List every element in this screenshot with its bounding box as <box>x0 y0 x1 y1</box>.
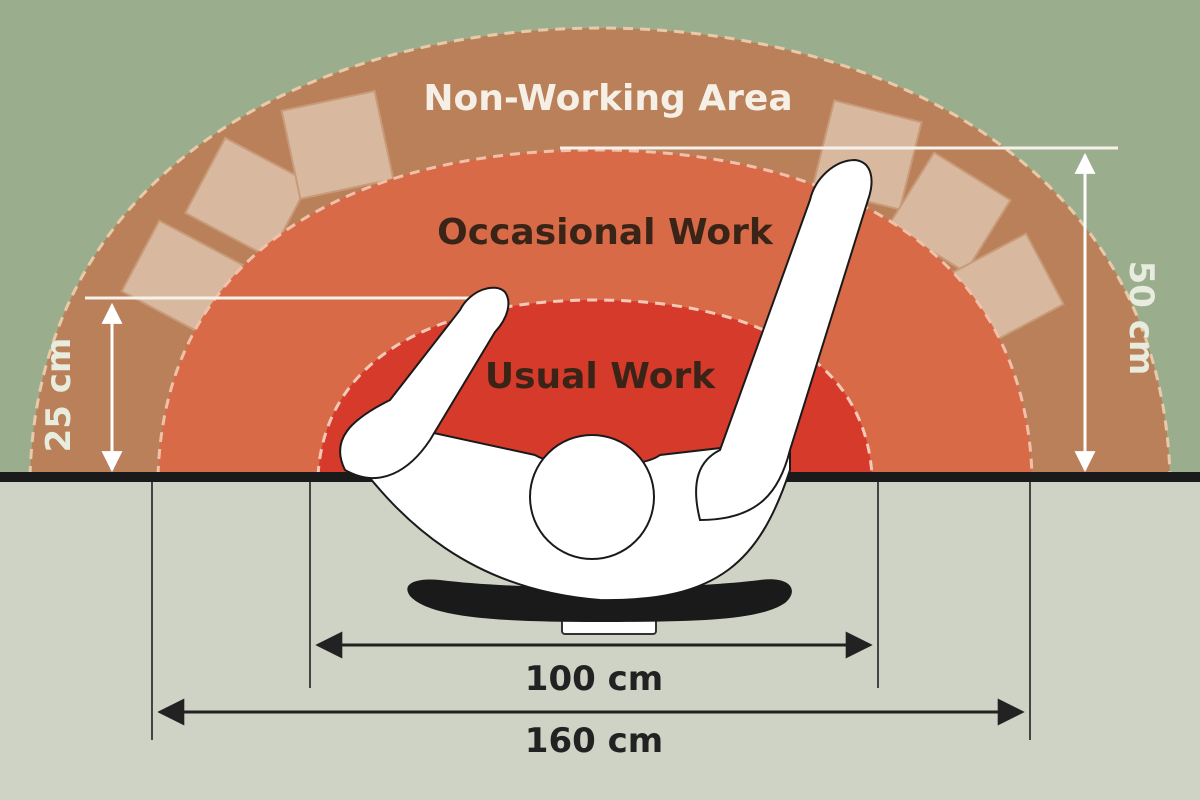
right-arm <box>695 158 873 522</box>
right-height-label: 50 cm <box>1121 261 1161 376</box>
left-arm <box>339 286 510 480</box>
person-head <box>529 434 655 560</box>
non-working-area-label: Non-Working Area <box>423 78 792 119</box>
occasional-work-label: Occasional Work <box>437 212 774 253</box>
left-height-label: 25 cm <box>39 338 79 453</box>
storage-box-3 <box>280 89 395 200</box>
storage-box-2 <box>183 136 311 259</box>
usual-work-label: Usual Work <box>485 356 716 397</box>
person-figure <box>339 158 873 602</box>
guide-lines <box>151 482 1031 740</box>
outer-width-label: 160 cm <box>525 721 663 761</box>
inner-width-label: 100 cm <box>525 659 663 699</box>
